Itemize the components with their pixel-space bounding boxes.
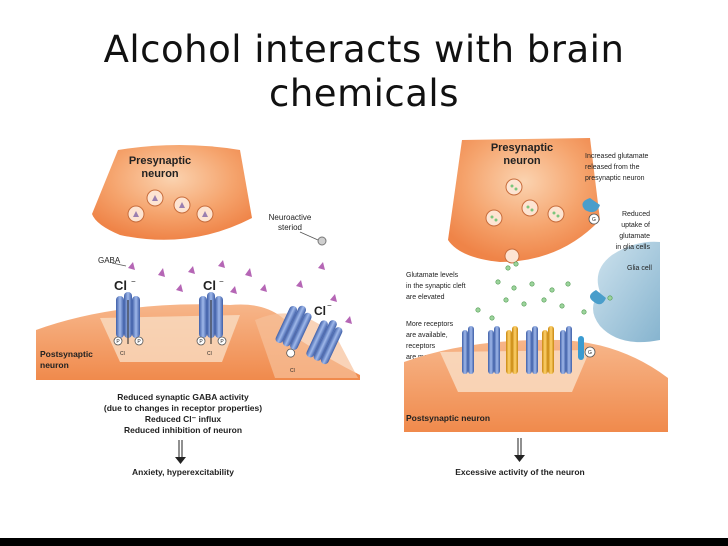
right-panel: Presynaptic neuron G Glia cell Increased… [404,138,668,477]
left-presynaptic-label-2: neuron [141,168,179,180]
left-postsynaptic-label-1: Postsynaptic [40,349,93,359]
uptake-label-1: Reduced [622,211,650,218]
left-outcome: Anxiety, hyperexcitability [132,467,234,477]
uptake-label-3: glutamate [619,233,650,240]
glia-label: Glia cell [627,265,652,272]
receptors-label-3: receptors [406,343,436,350]
release-label-2: released from the [585,164,640,171]
cl-label-3: Cl [314,304,326,318]
uptake-label-4: in glia cells [616,244,651,251]
gaba-receptor-tilted [275,305,343,365]
left-panel: Presynaptic neuron Neuroactive steriod G… [36,145,360,477]
glutamate-transporter-icon [582,198,600,213]
release-label-1: Increased glutamate [585,153,649,160]
receptors-label-1: More receptors [406,321,454,328]
cl-small-1: Cl [120,351,125,357]
cl-charge-3: − [327,301,332,310]
right-outcome: Excessive activity of the neuron [455,467,584,477]
gaba-label: GABA [98,256,121,265]
title-line-1: Alcohol interacts with brain [103,28,625,71]
cl-charge-2: − [219,277,224,286]
right-vesicles [485,178,565,264]
glutamate-molecules [475,261,613,321]
cl-label-1: Cl [114,278,127,293]
right-presynaptic-neuron [448,138,600,262]
gaba-molecules [128,260,352,332]
cl-small-3: Cl [290,368,295,374]
slide-bottom-bar [0,538,728,546]
phospho-label: P [220,339,224,345]
right-down-arrow-icon [514,438,525,462]
left-vesicles [127,189,214,223]
steroid-molecule-icon [317,236,327,246]
neuroactive-label-2: steriod [278,223,302,232]
levels-label-3: are elevated [406,294,445,301]
uptake-label-2: uptake of [621,222,650,229]
phospho-label: P [199,339,203,345]
receptors-label-2: are available, [406,332,448,339]
right-presynaptic-label-1: Presynaptic [491,142,553,154]
right-postsynaptic-label: Postsynaptic neuron [406,413,490,423]
cl-label-2: Cl [203,278,216,293]
left-caption-2: (due to changes in receptor properties) [104,403,262,413]
title-line-2: chemicals [269,72,459,115]
levels-label-1: Glutamate levels [406,272,459,279]
left-presynaptic-label-1: Presynaptic [129,155,191,167]
cl-small-2: Cl [207,351,212,357]
release-label-3: presynaptic neuron [585,175,645,182]
g-protein-label: G [588,350,592,356]
left-caption-1: Reduced synaptic GABA activity [117,392,249,402]
left-postsynaptic-label-2: neuron [40,360,69,370]
left-caption-4: Reduced inhibition of neuron [124,425,242,435]
phospho-label: P [116,339,120,345]
neuroactive-label-1: Neuroactive [269,213,312,222]
right-presynaptic-label-2: neuron [503,155,541,167]
phospho-label: P [137,339,141,345]
left-caption-3: Reduced Cl⁻ influx [145,414,222,424]
slide-title: Alcohol interacts with brain chemicals [40,28,688,116]
gaba-receptor-2: P P [196,292,227,346]
g-protein-label: G [592,217,596,223]
glutamate-receptors: G [462,326,596,374]
glia-cell [593,241,660,343]
levels-label-2: in the synaptic cleft [406,283,466,290]
cl-charge-1: − [131,277,136,286]
gaba-receptor-1: P P [113,292,144,346]
left-down-arrow-icon [175,440,186,464]
